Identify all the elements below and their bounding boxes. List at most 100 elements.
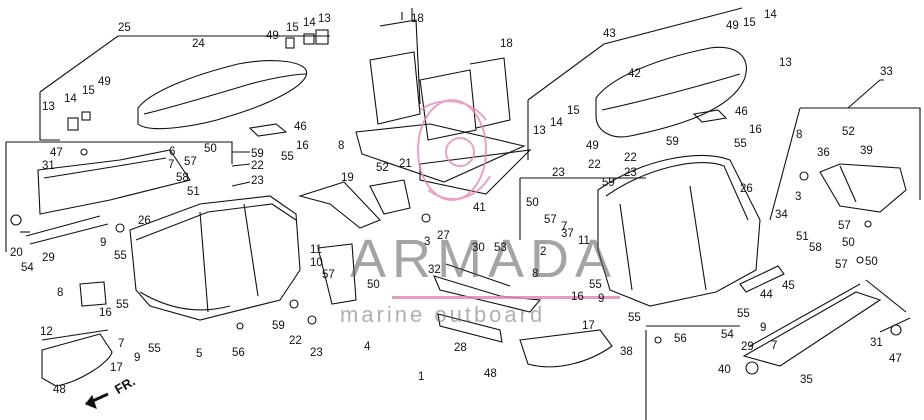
part-callout-29[interactable]: 29 [741, 341, 754, 353]
part-callout-46[interactable]: 46 [294, 121, 307, 133]
part-callout-14[interactable]: 14 [764, 9, 777, 21]
part-callout-41[interactable]: 41 [473, 202, 486, 214]
part-callout-51[interactable]: 51 [796, 231, 809, 243]
part-callout-13[interactable]: 13 [42, 101, 55, 113]
part-callout-5[interactable]: 5 [196, 348, 203, 360]
part-callout-59[interactable]: 59 [602, 177, 615, 189]
part-callout-50[interactable]: 50 [842, 237, 855, 249]
part-callout-18[interactable]: 18 [500, 38, 513, 50]
part-callout-13[interactable]: 13 [779, 57, 792, 69]
part-callout-1[interactable]: 1 [418, 371, 425, 383]
part-callout-19[interactable]: 19 [341, 172, 354, 184]
part-callout-55[interactable]: 55 [116, 299, 129, 311]
part-callout-9[interactable]: 9 [134, 352, 141, 364]
part-callout-16[interactable]: 16 [99, 307, 112, 319]
part-callout-16[interactable]: 16 [571, 291, 584, 303]
part-callout-57[interactable]: 57 [544, 214, 557, 226]
part-callout-55[interactable]: 55 [281, 151, 294, 163]
part-callout-47[interactable]: 47 [50, 147, 63, 159]
part-callout-14[interactable]: 14 [550, 117, 563, 129]
part-callout-55[interactable]: 55 [589, 279, 602, 291]
part-callout-23[interactable]: 23 [251, 175, 264, 187]
part-callout-11[interactable]: 11 [310, 244, 322, 256]
part-callout-26[interactable]: 26 [138, 215, 151, 227]
part-callout-15[interactable]: 15 [82, 85, 95, 97]
part-callout-55[interactable]: 55 [734, 138, 747, 150]
part-callout-22[interactable]: 22 [251, 160, 264, 172]
part-callout-51[interactable]: 51 [187, 186, 200, 198]
part-callout-15[interactable]: 15 [743, 17, 756, 29]
part-callout-15[interactable]: 15 [567, 105, 580, 117]
part-callout-23[interactable]: 23 [624, 167, 637, 179]
part-callout-14[interactable]: 14 [64, 93, 77, 105]
part-callout-34[interactable]: 34 [775, 209, 788, 221]
part-callout-7[interactable]: 7 [771, 340, 778, 352]
part-callout-54[interactable]: 54 [21, 262, 34, 274]
part-callout-49[interactable]: 49 [586, 140, 599, 152]
part-callout-52[interactable]: 52 [842, 126, 855, 138]
part-callout-37[interactable]: 37 [561, 228, 574, 240]
part-callout-46[interactable]: 46 [735, 106, 748, 118]
part-callout-9[interactable]: 9 [760, 322, 767, 334]
part-callout-22[interactable]: 22 [588, 159, 601, 171]
part-callout-29[interactable]: 29 [42, 252, 55, 264]
part-callout-59[interactable]: 59 [272, 320, 285, 332]
part-callout-57[interactable]: 57 [835, 259, 848, 271]
part-callout-38[interactable]: 38 [620, 346, 633, 358]
part-callout-55[interactable]: 55 [737, 308, 750, 320]
part-callout-56[interactable]: 56 [232, 347, 245, 359]
part-callout-50[interactable]: 50 [367, 279, 380, 291]
part-callout-53[interactable]: 53 [494, 242, 507, 254]
part-callout-6[interactable]: 6 [169, 146, 176, 158]
part-callout-4[interactable]: 4 [364, 341, 371, 353]
part-callout-31[interactable]: 31 [870, 337, 883, 349]
part-callout-59[interactable]: 59 [251, 148, 264, 160]
part-callout-44[interactable]: 44 [760, 289, 773, 301]
part-callout-30[interactable]: 30 [472, 242, 485, 254]
part-callout-28[interactable]: 28 [454, 342, 467, 354]
part-callout-26[interactable]: 26 [740, 183, 753, 195]
part-callout-10[interactable]: 10 [310, 257, 323, 269]
part-callout-9[interactable]: 9 [100, 237, 107, 249]
part-callout-39[interactable]: 39 [860, 145, 873, 157]
part-callout-17[interactable]: 17 [110, 362, 123, 374]
part-callout-23[interactable]: 23 [310, 347, 323, 359]
part-callout-8[interactable]: 8 [338, 140, 345, 152]
part-callout-47[interactable]: 47 [889, 353, 902, 365]
part-callout-49[interactable]: 49 [98, 76, 111, 88]
part-callout-49[interactable]: 49 [726, 20, 739, 32]
part-callout-50[interactable]: 50 [526, 197, 539, 209]
part-callout-50[interactable]: 50 [865, 256, 878, 268]
part-callout-13[interactable]: 13 [533, 125, 546, 137]
part-callout-42[interactable]: 42 [628, 68, 641, 80]
part-callout-16[interactable]: 16 [296, 140, 309, 152]
part-callout-9[interactable]: 9 [598, 293, 605, 305]
part-callout-17[interactable]: 17 [582, 320, 595, 332]
part-callout-58[interactable]: 58 [809, 242, 822, 254]
part-callout-36[interactable]: 36 [817, 147, 830, 159]
part-callout-18[interactable]: 18 [411, 13, 424, 25]
part-callout-52[interactable]: 52 [376, 162, 389, 174]
part-callout-55[interactable]: 55 [628, 312, 641, 324]
part-callout-8[interactable]: 8 [57, 287, 64, 299]
part-callout-56[interactable]: 56 [674, 333, 687, 345]
part-callout-27[interactable]: 27 [437, 230, 450, 242]
part-callout-24[interactable]: 24 [192, 38, 205, 50]
part-callout-35[interactable]: 35 [800, 374, 813, 386]
part-callout-20[interactable]: 20 [10, 247, 23, 259]
part-callout-3[interactable]: 3 [424, 236, 431, 248]
part-callout-23[interactable]: 23 [552, 167, 565, 179]
part-callout-31[interactable]: 31 [42, 160, 55, 172]
part-callout-22[interactable]: 22 [624, 152, 637, 164]
part-callout-21[interactable]: 21 [399, 158, 412, 170]
part-callout-8[interactable]: 8 [796, 129, 803, 141]
part-callout-13[interactable]: 13 [318, 13, 331, 25]
part-callout-58[interactable]: 58 [176, 172, 189, 184]
part-callout-11[interactable]: 11 [578, 235, 590, 247]
part-callout-12[interactable]: 12 [40, 326, 53, 338]
part-callout-15[interactable]: 15 [286, 22, 299, 34]
part-callout-33[interactable]: 33 [880, 66, 893, 78]
part-callout-3[interactable]: 3 [795, 191, 802, 203]
part-callout-2[interactable]: 2 [540, 246, 547, 258]
part-callout-57[interactable]: 57 [322, 269, 335, 281]
